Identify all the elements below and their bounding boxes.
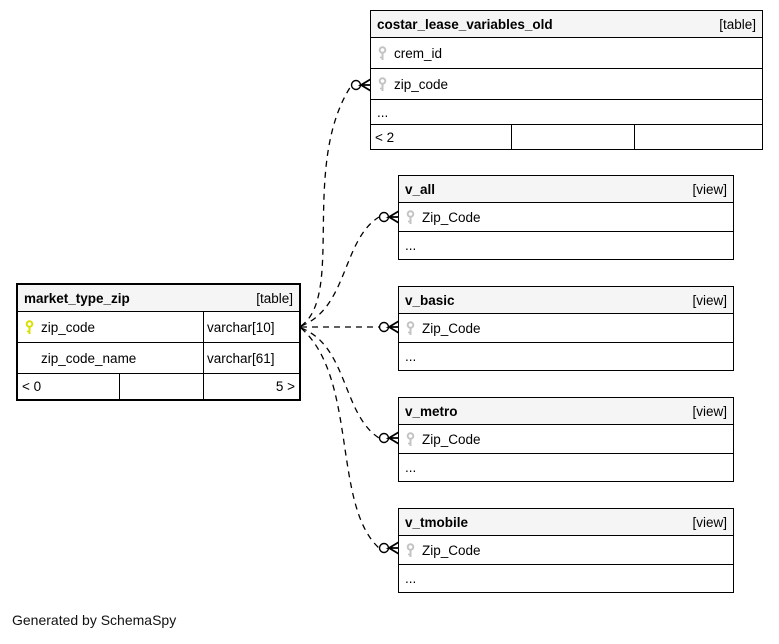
terminator-v-all xyxy=(378,210,400,224)
footer-parents-count: 5 > xyxy=(203,374,299,399)
zero-circle xyxy=(378,432,390,444)
zero-circle xyxy=(378,542,390,554)
table-type-badge: [view] xyxy=(692,403,727,419)
table-v-metro[interactable]: v_metro [view] Zip_Code ... xyxy=(398,397,734,482)
table-header[interactable]: costar_lease_variables_old [table] xyxy=(371,11,762,38)
column-row-zip-code: Zip_Code xyxy=(399,314,733,342)
zero-circle xyxy=(378,321,390,333)
table-name: v_all xyxy=(405,181,436,197)
table-type-badge: [table] xyxy=(719,16,756,32)
column-name: Zip_Code xyxy=(422,209,481,225)
column-row-zip-code: Zip_Code xyxy=(399,425,733,453)
terminator-v-basic xyxy=(378,320,400,334)
hidden-columns-ellipsis: ... xyxy=(399,231,733,259)
table-type-badge: [view] xyxy=(692,292,727,308)
key-icon xyxy=(405,320,422,336)
column-name: crem_id xyxy=(394,45,443,61)
footer-children-count: < 2 xyxy=(375,129,395,145)
column-type: varchar[61] xyxy=(203,343,299,373)
relationship-line-costar xyxy=(300,85,352,327)
table-header[interactable]: market_type_zip [table] xyxy=(18,285,299,312)
table-v-basic[interactable]: v_basic [view] Zip_Code ... xyxy=(398,286,734,371)
table-header[interactable]: v_basic [view] xyxy=(399,287,733,314)
column-row-zip-code: Zip_Code xyxy=(399,536,733,564)
column-name: Zip_Code xyxy=(422,320,481,336)
hidden-columns-ellipsis: ... xyxy=(371,99,762,124)
table-v-tmobile[interactable]: v_tmobile [view] Zip_Code ... xyxy=(398,508,734,593)
column-row-zip-code: zip_code xyxy=(371,68,762,99)
table-header[interactable]: v_all [view] xyxy=(399,176,733,203)
terminator-v-tmobile xyxy=(378,541,400,555)
hidden-columns-ellipsis: ... xyxy=(399,564,733,592)
footer-parents-count xyxy=(634,125,762,149)
relationship-line-v-tmobile xyxy=(300,327,380,549)
relationship-line-v-all xyxy=(300,216,380,327)
table-type-badge: [view] xyxy=(692,181,727,197)
footer-mid-cell xyxy=(119,374,203,399)
column-name: zip_code_name xyxy=(41,350,137,366)
column-row-zip-code: zip_code varchar[10] xyxy=(18,312,299,342)
table-market-type-zip[interactable]: market_type_zip [table] zip_code varchar… xyxy=(16,283,301,401)
column-type: varchar[10] xyxy=(203,312,299,342)
column-row-zip-code-name: zip_code_name varchar[61] xyxy=(18,342,299,373)
table-name: v_basic xyxy=(405,292,455,308)
key-icon xyxy=(405,209,422,225)
table-name: market_type_zip xyxy=(24,290,130,306)
table-type-badge: [view] xyxy=(692,514,727,530)
table-header[interactable]: v_tmobile [view] xyxy=(399,509,733,536)
table-name: v_tmobile xyxy=(405,514,469,530)
key-icon xyxy=(377,45,394,61)
column-row-crem-id: crem_id xyxy=(371,38,762,68)
table-name: costar_lease_variables_old xyxy=(377,16,553,32)
footer-row: < 0 5 > xyxy=(18,373,299,399)
key-icon xyxy=(377,76,394,92)
table-type-badge: [table] xyxy=(256,290,293,306)
footer-children-count: < 0 xyxy=(22,379,42,394)
key-icon xyxy=(405,542,422,558)
terminator-costar xyxy=(350,78,372,92)
zero-circle xyxy=(378,211,390,223)
footer-row: < 2 xyxy=(371,124,762,149)
primary-key-icon xyxy=(24,319,41,335)
column-name: Zip_Code xyxy=(422,542,481,558)
hidden-columns-ellipsis: ... xyxy=(399,342,733,370)
key-icon xyxy=(405,431,422,447)
table-costar-lease-variables-old[interactable]: costar_lease_variables_old [table] crem_… xyxy=(370,10,763,150)
zero-circle xyxy=(350,79,362,91)
column-name: zip_code xyxy=(394,76,449,92)
table-name: v_metro xyxy=(405,403,458,419)
column-name: Zip_Code xyxy=(422,431,481,447)
table-v-all[interactable]: v_all [view] Zip_Code ... xyxy=(398,175,734,260)
footer-mid-cell xyxy=(511,125,634,149)
hidden-columns-ellipsis: ... xyxy=(399,453,733,481)
terminator-v-metro xyxy=(378,431,400,445)
column-name: zip_code xyxy=(41,319,96,335)
relationship-line-v-metro xyxy=(300,327,380,439)
table-header[interactable]: v_metro [view] xyxy=(399,398,733,425)
generator-caption: Generated by SchemaSpy xyxy=(12,612,177,628)
column-row-zip-code: Zip_Code xyxy=(399,203,733,231)
